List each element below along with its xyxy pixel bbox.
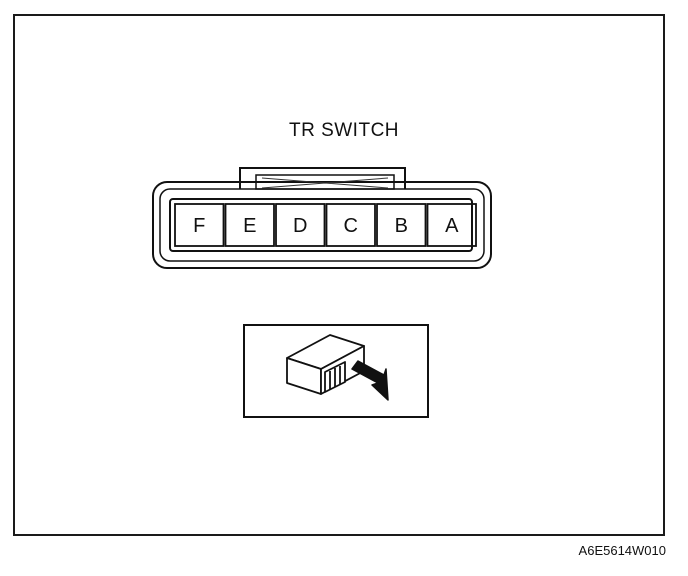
locking-tab — [239, 167, 406, 189]
pin-label-e: E — [243, 215, 256, 237]
pin-cell-e — [224, 203, 275, 247]
pin-cell-a — [426, 203, 477, 247]
pin-strip — [169, 198, 473, 252]
pin-cell-f — [174, 203, 225, 247]
pin-cell-b — [376, 203, 427, 247]
connector-housing-outer — [152, 181, 492, 269]
diagram-frame — [13, 14, 665, 536]
pin-cell-d — [275, 203, 326, 247]
locking-tab-inner — [255, 174, 395, 190]
locking-tab-cross — [261, 177, 389, 189]
figure-code: A6E5614W010 — [578, 543, 666, 558]
pin-label-d: D — [293, 215, 307, 237]
locator-box — [243, 324, 429, 418]
connector-view-icon — [286, 334, 365, 395]
pin-label-f: F — [193, 215, 205, 237]
connector-title: TR SWITCH — [288, 120, 400, 141]
pin-cell-c — [325, 203, 376, 247]
pin-label-a: A — [445, 215, 459, 237]
view-direction-arrow-icon — [351, 360, 389, 401]
pin-label-b: B — [395, 215, 408, 237]
pin-label-c: C — [344, 215, 358, 237]
